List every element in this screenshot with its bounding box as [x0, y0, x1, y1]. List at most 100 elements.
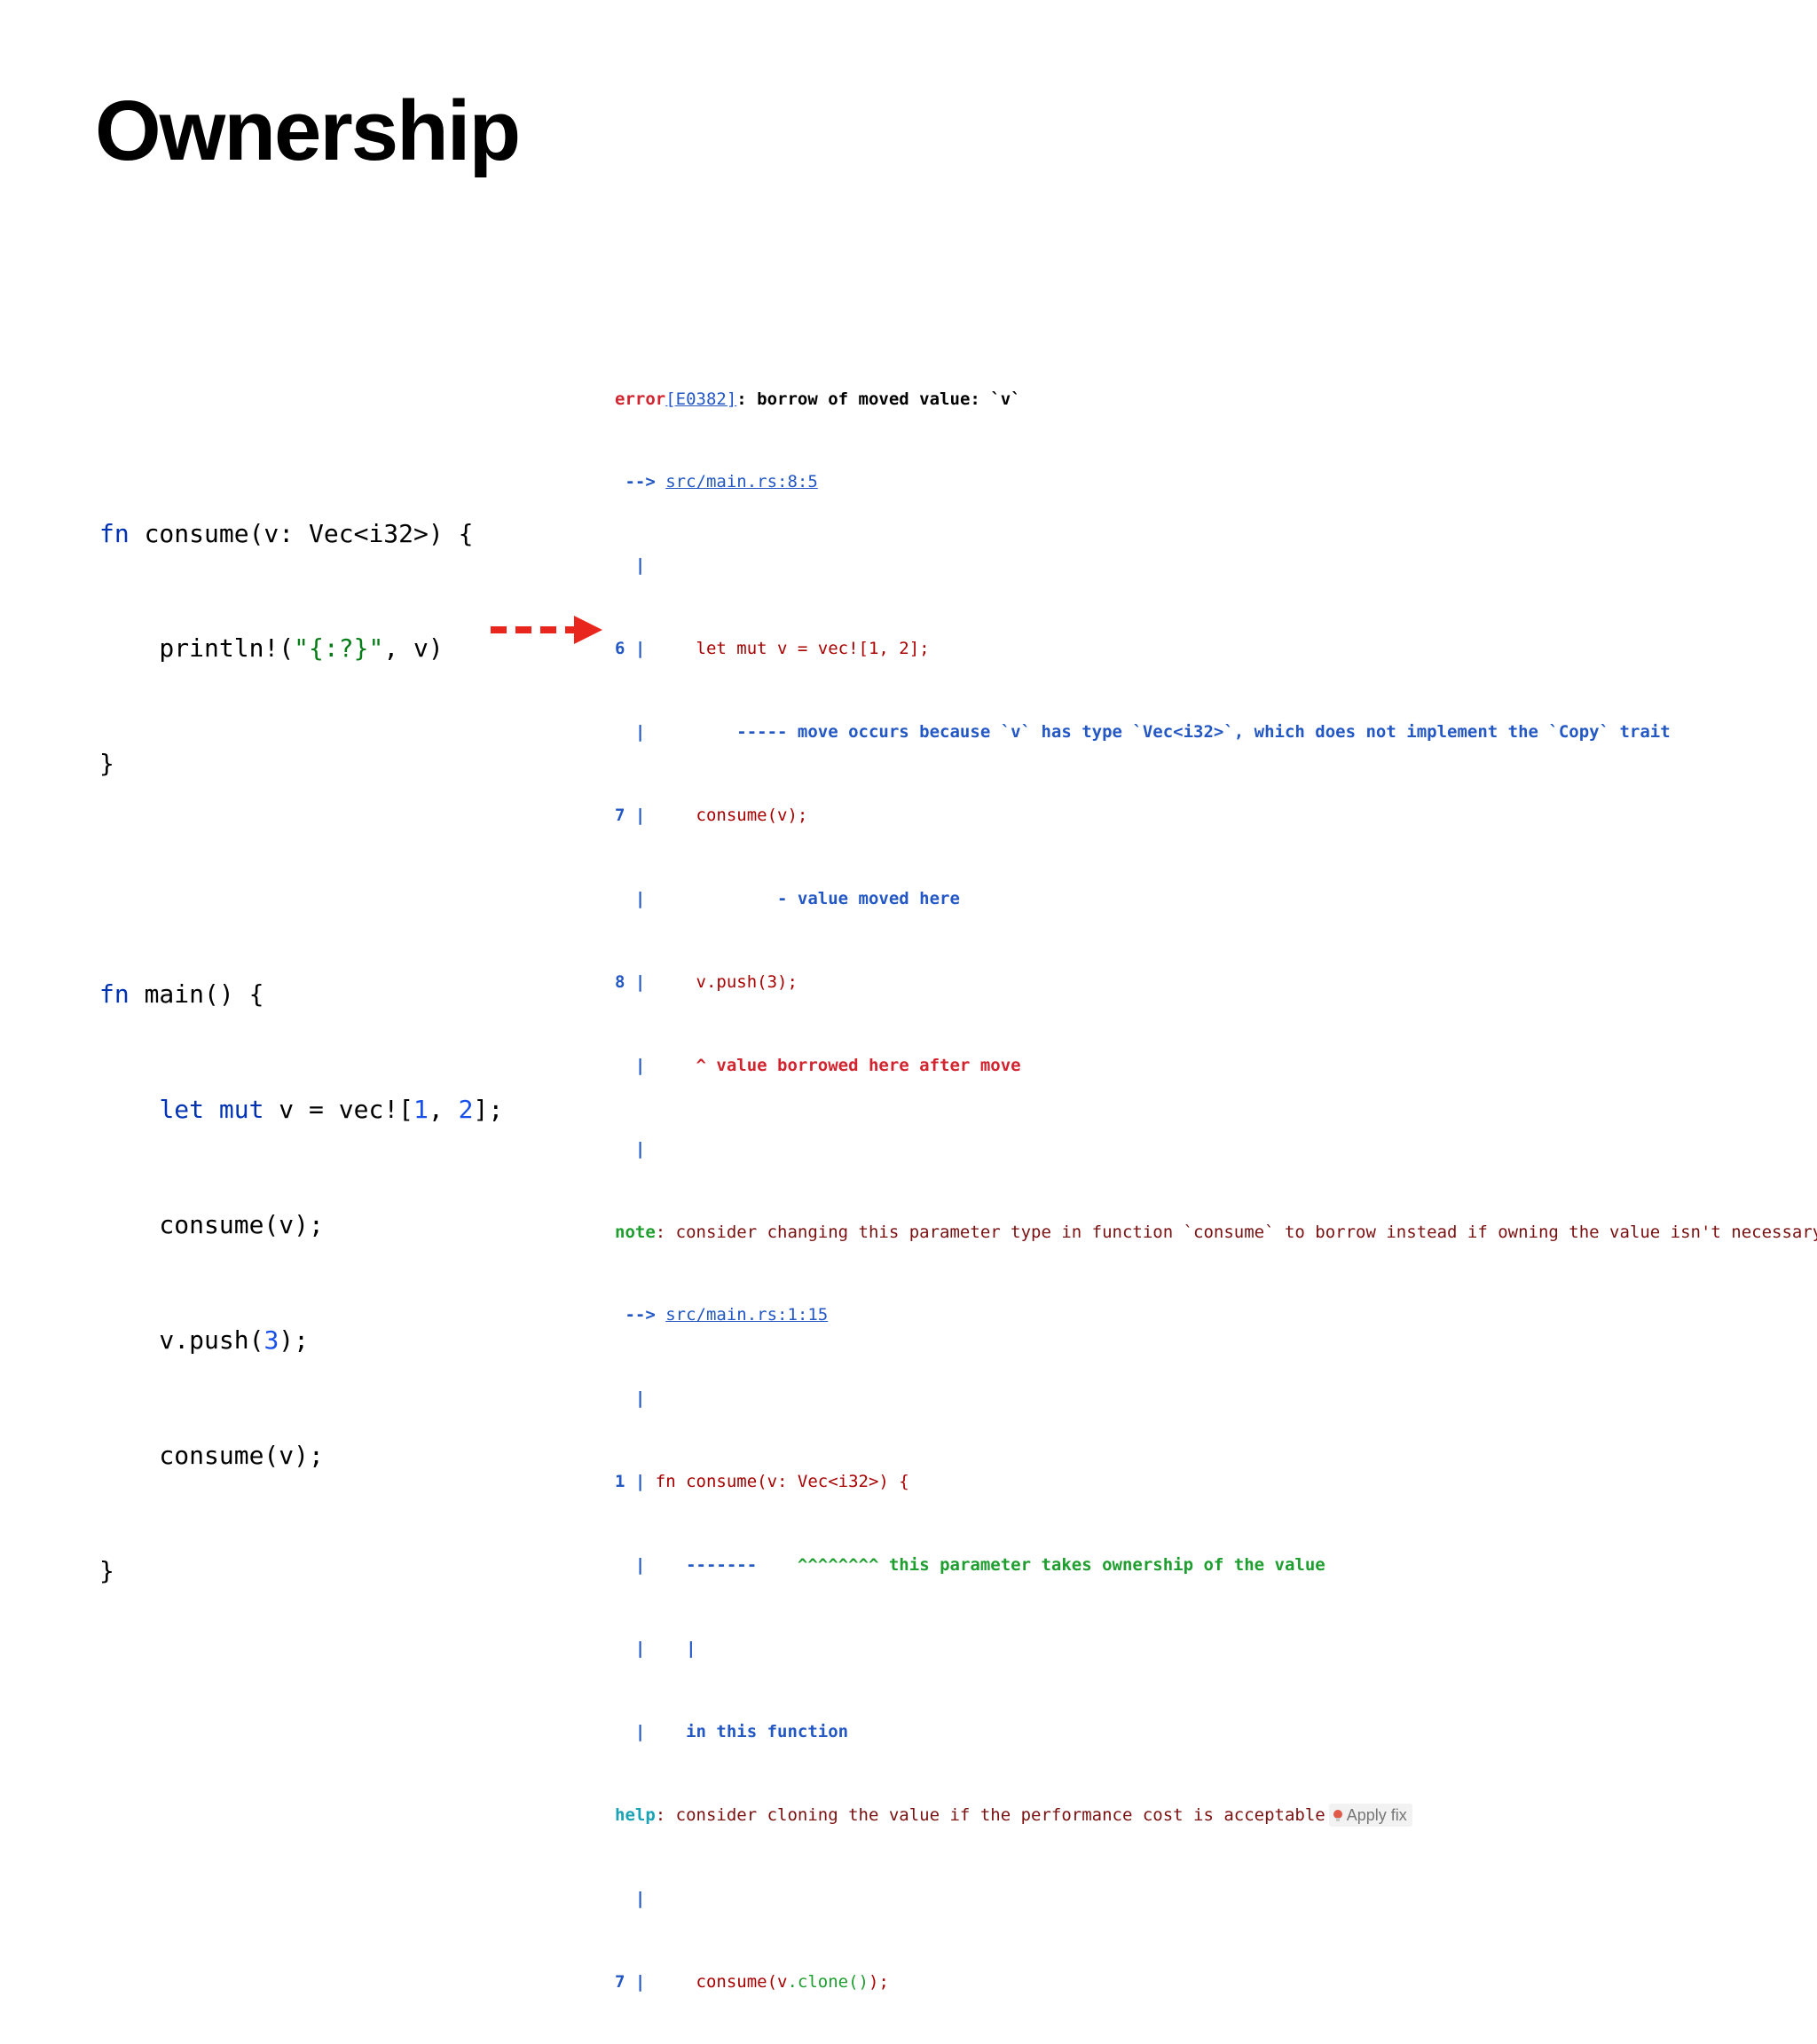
diag-line: --> src/main.rs:8:5	[615, 468, 1817, 496]
annotation-dashes: -------	[645, 1555, 798, 1576]
note-label: note	[615, 1222, 656, 1242]
annotation: ^^^^^^^^ this parameter takes ownership …	[797, 1555, 1325, 1576]
code-text: consume(v);	[99, 1209, 324, 1239]
help-message: : consider cloning the value if the perf…	[655, 1804, 1325, 1825]
keyword-fn: fn	[99, 518, 130, 548]
code-line: let mut v = vec![1, 2];	[99, 1090, 503, 1128]
gutter-bar: |	[615, 1888, 646, 1908]
annotation: ----- move occurs because `v` has type `…	[645, 722, 1671, 743]
diag-line: |	[615, 552, 1817, 579]
code-line: }	[99, 744, 503, 782]
compiler-diagnostic: error[E0382]: borrow of moved value: `v`…	[615, 330, 1817, 2044]
diag-line: 1 | fn consume(v: Vec<i32>) {	[615, 1468, 1817, 1496]
diag-line: 8 | v.push(3);	[615, 969, 1817, 996]
diag-line: note: consider changing this parameter t…	[615, 1219, 1817, 1246]
diag-line: | in this function	[615, 1718, 1817, 1746]
diag-line: 7 | consume(v.clone());	[615, 1969, 1817, 1996]
diag-line: 6 | let mut v = vec![1, 2];	[615, 635, 1817, 663]
gutter-bar: |	[615, 722, 646, 743]
code-text: ];	[473, 1095, 504, 1125]
source-code: let mut v = vec![1, 2];	[645, 639, 930, 659]
diag-line: 7 | consume(v);	[615, 802, 1817, 829]
code-text: main() {	[129, 979, 264, 1010]
annotation: - value moved here	[645, 888, 960, 908]
code-space	[204, 1095, 219, 1124]
diag-line: | |	[615, 1635, 1817, 1663]
annotation: in this function	[645, 1721, 849, 1741]
code-line: }	[99, 1552, 503, 1590]
keyword-let: let	[159, 1095, 205, 1125]
diag-line: help: consider cloning the value if the …	[615, 1802, 1817, 1829]
code-line: consume(v);	[99, 1436, 503, 1474]
error-label: error	[615, 389, 666, 409]
code-line: fn main() {	[99, 975, 503, 1013]
code-text: }	[99, 749, 114, 779]
code-line-blank	[99, 860, 503, 898]
source-location-link[interactable]: src/main.rs:8:5	[665, 472, 818, 492]
code-text: ,	[428, 1095, 459, 1125]
annotation: ^ value borrowed here after move	[645, 1055, 1021, 1075]
line-number: 6 |	[615, 639, 646, 659]
code-line: fn consume(v: Vec<i32>) {	[99, 515, 503, 553]
suggested-code: .clone()	[787, 1971, 869, 1992]
gutter-bar: |	[615, 555, 646, 576]
source-code: );	[869, 1971, 889, 1992]
note-message: : consider changing this parameter type …	[655, 1222, 1817, 1242]
code-indent	[99, 1095, 159, 1124]
code-text: , v)	[383, 633, 444, 664]
apply-fix-label: Apply fix	[1346, 1805, 1407, 1824]
number-literal: 3	[264, 1325, 279, 1355]
location-arrow: -->	[615, 472, 666, 492]
diag-line: | ------- ^^^^^^^^ this parameter takes …	[615, 1552, 1817, 1579]
string-literal: "{:?}"	[294, 633, 384, 664]
diag-line: |	[615, 1136, 1817, 1163]
code-text: }	[99, 1555, 114, 1585]
line-number: 8 |	[615, 971, 646, 992]
gutter-bar: |	[615, 1638, 646, 1658]
diag-line: |	[615, 1385, 1817, 1412]
diag-line: | ^ value borrowed here after move	[615, 1052, 1817, 1080]
error-code-link[interactable]: [E0382]	[665, 389, 737, 409]
line-number: 7 |	[615, 806, 646, 826]
code-text: v = vec![	[264, 1095, 414, 1125]
gutter-bar: |	[615, 1388, 646, 1409]
diag-line: |	[615, 1885, 1817, 1913]
code-line: v.push(3);	[99, 1321, 503, 1359]
keyword-fn: fn	[99, 979, 130, 1010]
code-line: consume(v);	[99, 1206, 503, 1244]
gutter-bar: |	[615, 888, 646, 908]
source-code: consume(v	[645, 1971, 788, 1992]
code-line: println!("{:?}", v)	[99, 629, 503, 667]
diag-line: --> src/main.rs:1:15	[615, 1301, 1817, 1329]
help-label: help	[615, 1804, 656, 1825]
gutter-bar: |	[615, 1721, 646, 1741]
location-arrow: -->	[615, 1305, 666, 1325]
gutter-bar: |	[615, 1055, 646, 1075]
slide-title: Ownership	[95, 83, 521, 178]
number-literal: 1	[413, 1095, 429, 1125]
code-text: v.push(	[99, 1325, 264, 1355]
code-text: consume(v: Vec<i32>) {	[129, 518, 474, 548]
source-code: fn consume(v: Vec<i32>) {	[645, 1472, 909, 1492]
source-location-link[interactable]: src/main.rs:1:15	[665, 1305, 829, 1325]
diag-line: | ----- move occurs because `v` has type…	[615, 719, 1817, 746]
annotation-pipe: |	[645, 1638, 696, 1658]
diag-line: | - value moved here	[615, 885, 1817, 913]
line-number: 7 |	[615, 1971, 646, 1992]
lightbulb-icon	[1333, 1809, 1342, 1821]
error-message: : borrow of moved value: `v`	[736, 389, 1021, 409]
keyword-mut: mut	[218, 1095, 264, 1125]
code-text: consume(v);	[99, 1440, 324, 1470]
source-code: consume(v);	[645, 806, 808, 826]
gutter-bar: |	[615, 1138, 646, 1159]
code-snippet: fn consume(v: Vec<i32>) { println!("{:?}…	[99, 437, 503, 1628]
line-number: 1 |	[615, 1472, 646, 1492]
apply-fix-button[interactable]: Apply fix	[1328, 1803, 1412, 1827]
number-literal: 2	[458, 1095, 474, 1125]
diag-line: error[E0382]: borrow of moved value: `v`	[615, 386, 1817, 413]
code-text: );	[279, 1325, 310, 1355]
gutter-bar: |	[615, 1555, 646, 1576]
dashed-arrow-icon	[491, 616, 602, 644]
source-code: v.push(3);	[645, 971, 798, 992]
code-text: println!(	[99, 633, 295, 664]
